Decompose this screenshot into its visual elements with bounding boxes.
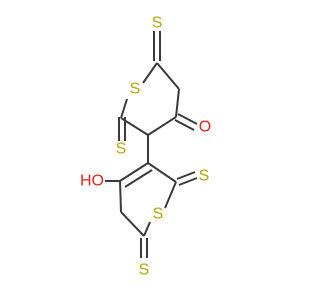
bond — [119, 180, 122, 213]
bond — [178, 177, 198, 186]
hydroxyl-group-label: HO — [80, 173, 104, 190]
bond — [174, 119, 195, 131]
sulfur-atom-label: S — [139, 262, 150, 279]
sulfur-atom-label: S — [152, 15, 163, 32]
molecule-structure: S S S O HO S S S — [80, 15, 211, 279]
oxygen-atom-label: O — [199, 119, 211, 136]
bond — [147, 116, 177, 136]
sulfur-atom-label: S — [116, 141, 127, 158]
bond — [120, 211, 145, 237]
bond — [124, 169, 153, 188]
bond — [142, 62, 158, 84]
atom-label-layer: S S S O HO S S S — [80, 15, 211, 279]
bond — [176, 171, 196, 180]
bond — [143, 221, 151, 237]
bond — [175, 88, 180, 118]
bond — [120, 98, 128, 119]
bond-layer — [105, 31, 198, 258]
bond — [119, 162, 149, 182]
sulfur-atom-label: S — [153, 206, 164, 223]
sulfur-atom-label: S — [199, 168, 210, 185]
bond — [177, 113, 198, 125]
sulfur-atom-label: S — [130, 81, 141, 98]
bond — [147, 162, 177, 183]
bond — [164, 181, 177, 209]
bond — [156, 62, 180, 90]
